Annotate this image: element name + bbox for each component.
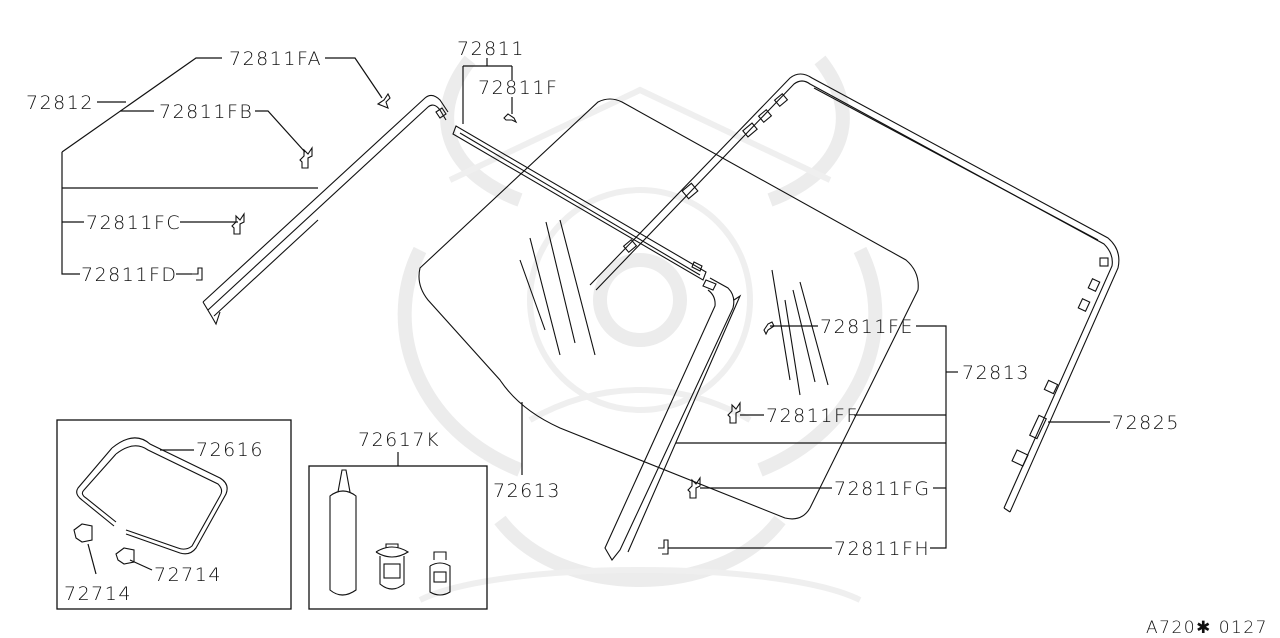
label-72811FE[interactable]: 72811FE bbox=[820, 316, 914, 338]
clip-72811F-icon bbox=[503, 113, 518, 124]
primer-bottle bbox=[429, 551, 451, 596]
clip-72811FG-icon bbox=[687, 476, 701, 499]
clip-72811FF-icon bbox=[727, 401, 741, 424]
clip-72811FH-icon bbox=[658, 539, 669, 555]
windshield-glass[interactable] bbox=[418, 98, 919, 520]
left-pillar-molding[interactable] bbox=[202, 94, 449, 326]
clips bbox=[192, 92, 775, 555]
inset-sealant-kit bbox=[308, 465, 488, 610]
clip-72811FE-icon bbox=[763, 321, 775, 336]
label-72617K[interactable]: 72617K bbox=[358, 429, 440, 451]
figure-code: A720✱ 0127 bbox=[1146, 618, 1268, 638]
watermark-emblem bbox=[397, 55, 883, 603]
label-72825[interactable]: 72825 bbox=[1112, 412, 1180, 434]
label-72811FD[interactable]: 72811FD bbox=[81, 264, 178, 286]
clip-72811FA-icon bbox=[376, 92, 391, 109]
label-72811FA[interactable]: 72811FA bbox=[229, 48, 322, 70]
label-72616[interactable]: 72616 bbox=[196, 439, 264, 461]
clip-72811FC-icon bbox=[231, 212, 245, 235]
clip-72811FB-icon bbox=[299, 146, 313, 169]
weatherstrip-dam[interactable] bbox=[589, 73, 1120, 513]
part-labels: 72812 72811FA 72811FB 72811FC 72811FD 72… bbox=[26, 38, 1268, 638]
label-72811F[interactable]: 72811F bbox=[478, 77, 558, 99]
label-72811FB[interactable]: 72811FB bbox=[159, 101, 253, 123]
label-72714-right[interactable]: 72714 bbox=[154, 564, 222, 586]
label-72811FH[interactable]: 72811FH bbox=[834, 538, 930, 560]
label-72811[interactable]: 72811 bbox=[457, 38, 525, 60]
label-72811FC[interactable]: 72811FC bbox=[86, 212, 181, 234]
label-72811FG[interactable]: 72811FG bbox=[834, 478, 931, 500]
label-72813[interactable]: 72813 bbox=[962, 362, 1030, 384]
clip-72811FD-icon bbox=[192, 267, 203, 281]
sealant-tube bbox=[329, 490, 357, 596]
label-72714-left[interactable]: 72714 bbox=[64, 583, 132, 605]
spacer-right bbox=[115, 547, 135, 565]
primer-can bbox=[375, 543, 410, 590]
leader-lines bbox=[61, 57, 1110, 575]
top-roof-molding[interactable] bbox=[452, 125, 707, 281]
inset-dam-rubber bbox=[56, 419, 292, 610]
spacer-left bbox=[73, 523, 93, 543]
label-72812[interactable]: 72812 bbox=[26, 92, 94, 114]
label-72613[interactable]: 72613 bbox=[493, 480, 561, 502]
right-pillar-molding[interactable] bbox=[604, 277, 742, 561]
dam-rubber-72616 bbox=[111, 437, 228, 555]
label-72811FF[interactable]: 72811FF bbox=[766, 405, 859, 427]
